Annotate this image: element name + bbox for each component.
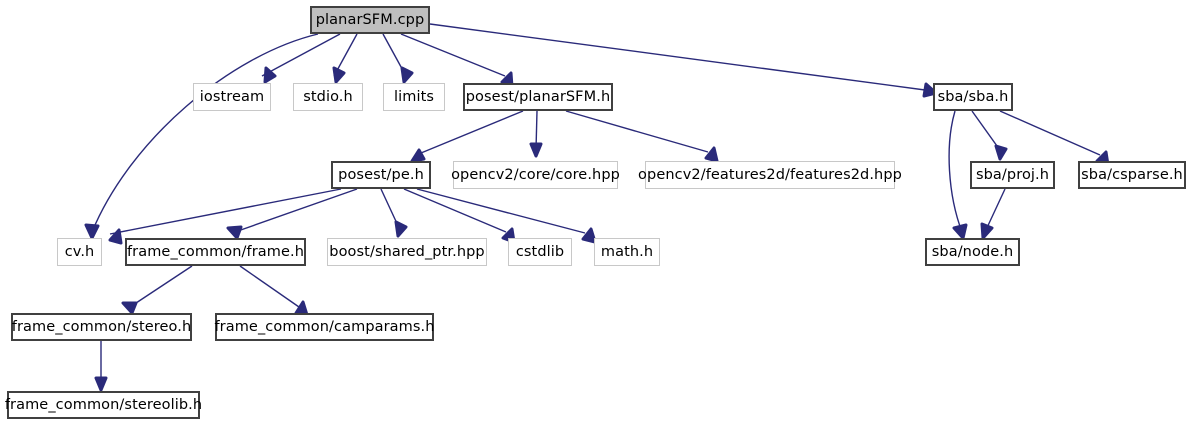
graph-node-stdio_h[interactable]: stdio.h [293,83,363,111]
graph-node-sba_sba_h[interactable]: sba/sba.h [933,83,1013,111]
graph-node-label: frame_common/stereolib.h [4,396,203,413]
graph-node-label: sba/sba.h [937,88,1009,105]
graph-node-limits[interactable]: limits [383,83,445,111]
graph-node-label: sba/node.h [931,243,1014,260]
graph-arrowhead-sba_proj_h-to-sba_node_h [980,222,994,240]
graph-node-cstdlib[interactable]: cstdlib [508,238,572,266]
graph-edge-frame_common_frame-to-frame_common_cam [239,265,300,308]
graph-node-sba_proj_h[interactable]: sba/proj.h [970,161,1055,189]
graph-node-cv_h[interactable]: cv.h [57,238,102,266]
graph-arrowhead-posest_pe_h-to-frame_common_frame [226,225,243,240]
graph-node-label: math.h [600,243,654,260]
graph-arrowhead-posest_planarsfm_h-to-posest_pe_h [410,148,426,163]
graph-node-label: frame_common/stereo.h [11,318,192,335]
graph-node-label: posest/pe.h [338,166,424,183]
graph-node-math_h[interactable]: math.h [594,238,660,266]
graph-edge-sba_sba_h-to-sba_node_h [948,110,963,233]
graph-node-label: sba/csparse.h [1081,166,1183,183]
graph-node-frame_common_stereolib[interactable]: frame_common/stereolib.h [5,391,202,419]
graph-node-sba_node_h[interactable]: sba/node.h [925,238,1020,266]
graph-arrowhead-planarsfm_cpp-to-cv_h [84,223,100,240]
graph-node-label: posest/planarSFM.h [465,88,611,105]
graph-node-opencv_core[interactable]: opencv2/core/core.hpp [451,161,620,189]
graph-arrowhead-posest_pe_h-to-math_h [581,227,597,244]
graph-edge-planarsfm_cpp-to-iostream [261,33,341,77]
graph-arrowhead-frame_common_frame-to-frame_common_stereo [121,301,138,315]
graph-node-label: boost/shared_ptr.hpp [329,243,485,260]
graph-arrowhead-sba_sba_h-to-sba_proj_h [994,144,1008,161]
graph-node-frame_common_frame[interactable]: frame_common/frame.h [125,238,306,266]
graph-arrowhead-posest_pe_h-to-cv_h [108,228,123,245]
graph-edge-planarsfm_cpp-to-posest_planarsfm_h [400,33,506,77]
graph-node-posest_pe_h[interactable]: posest/pe.h [331,161,431,189]
graph-arrowhead-posest_pe_h-to-boost_shared_ptr [394,220,408,238]
graph-node-label: limits [393,88,435,105]
graph-arrowhead-planarsfm_cpp-to-iostream [263,66,277,84]
graph-node-posest_planarsfm_h[interactable]: posest/planarSFM.h [463,83,613,111]
graph-node-label: cstdlib [515,243,565,260]
graph-node-label: opencv2/features2d/features2d.hpp [638,166,902,183]
graph-edge-posest_pe_h-to-math_h [416,188,586,234]
graph-edge-posest_pe_h-to-frame_common_frame [234,188,358,233]
graph-node-label: stdio.h [303,88,353,105]
graph-node-label: frame_common/frame.h [126,243,305,260]
graph-node-frame_common_stereo[interactable]: frame_common/stereo.h [11,313,192,341]
graph-arrowhead-posest_planarsfm_h-to-opencv_core [529,142,543,158]
graph-node-frame_common_cam[interactable]: frame_common/camparams.h [214,313,434,341]
graph-edge-planarsfm_cpp-to-sba_sba_h [429,23,926,91]
graph-arrowhead-planarsfm_cpp-to-limits [400,66,414,84]
graph-edge-sba_sba_h-to-sba_csparse_h [999,110,1101,156]
graph-arrowhead-posest_planarsfm_h-to-opencv_features2d [704,146,719,163]
graph-node-boost_shared_ptr[interactable]: boost/shared_ptr.hpp [327,238,487,266]
graph-edge-frame_common_frame-to-frame_common_stereo [129,265,193,308]
graph-node-opencv_features2d[interactable]: opencv2/features2d/features2d.hpp [638,161,902,189]
graph-node-label: frame_common/camparams.h [214,318,435,335]
graph-node-label: sba/proj.h [975,166,1050,183]
graph-edge-planarsfm_cpp-to-cv_h [91,33,319,233]
graph-node-label: iostream [199,88,265,105]
graph-node-label: cv.h [64,243,95,260]
graph-edge-posest_planarsfm_h-to-opencv_features2d [565,110,709,153]
graph-node-planarsfm_cpp[interactable]: planarSFM.cpp [310,6,430,34]
graph-arrowhead-frame_common_stereo-to-frame_common_stereolib [94,376,108,392]
graph-arrowhead-sba_sba_h-to-sba_node_h [952,223,968,240]
graph-node-iostream[interactable]: iostream [193,83,271,111]
graph-node-sba_csparse_h[interactable]: sba/csparse.h [1078,161,1186,189]
graph-edge-sba_proj_h-to-sba_node_h [984,188,1006,233]
graph-node-label: planarSFM.cpp [315,11,425,28]
graph-arrowhead-planarsfm_cpp-to-stdio_h [332,66,346,84]
graph-edge-posest_pe_h-to-cv_h [109,188,342,235]
graph-node-label: opencv2/core/core.hpp [451,166,620,183]
graph-edge-posest_pe_h-to-cstdlib [403,188,507,233]
graph-edge-posest_planarsfm_h-to-posest_pe_h [420,110,524,154]
